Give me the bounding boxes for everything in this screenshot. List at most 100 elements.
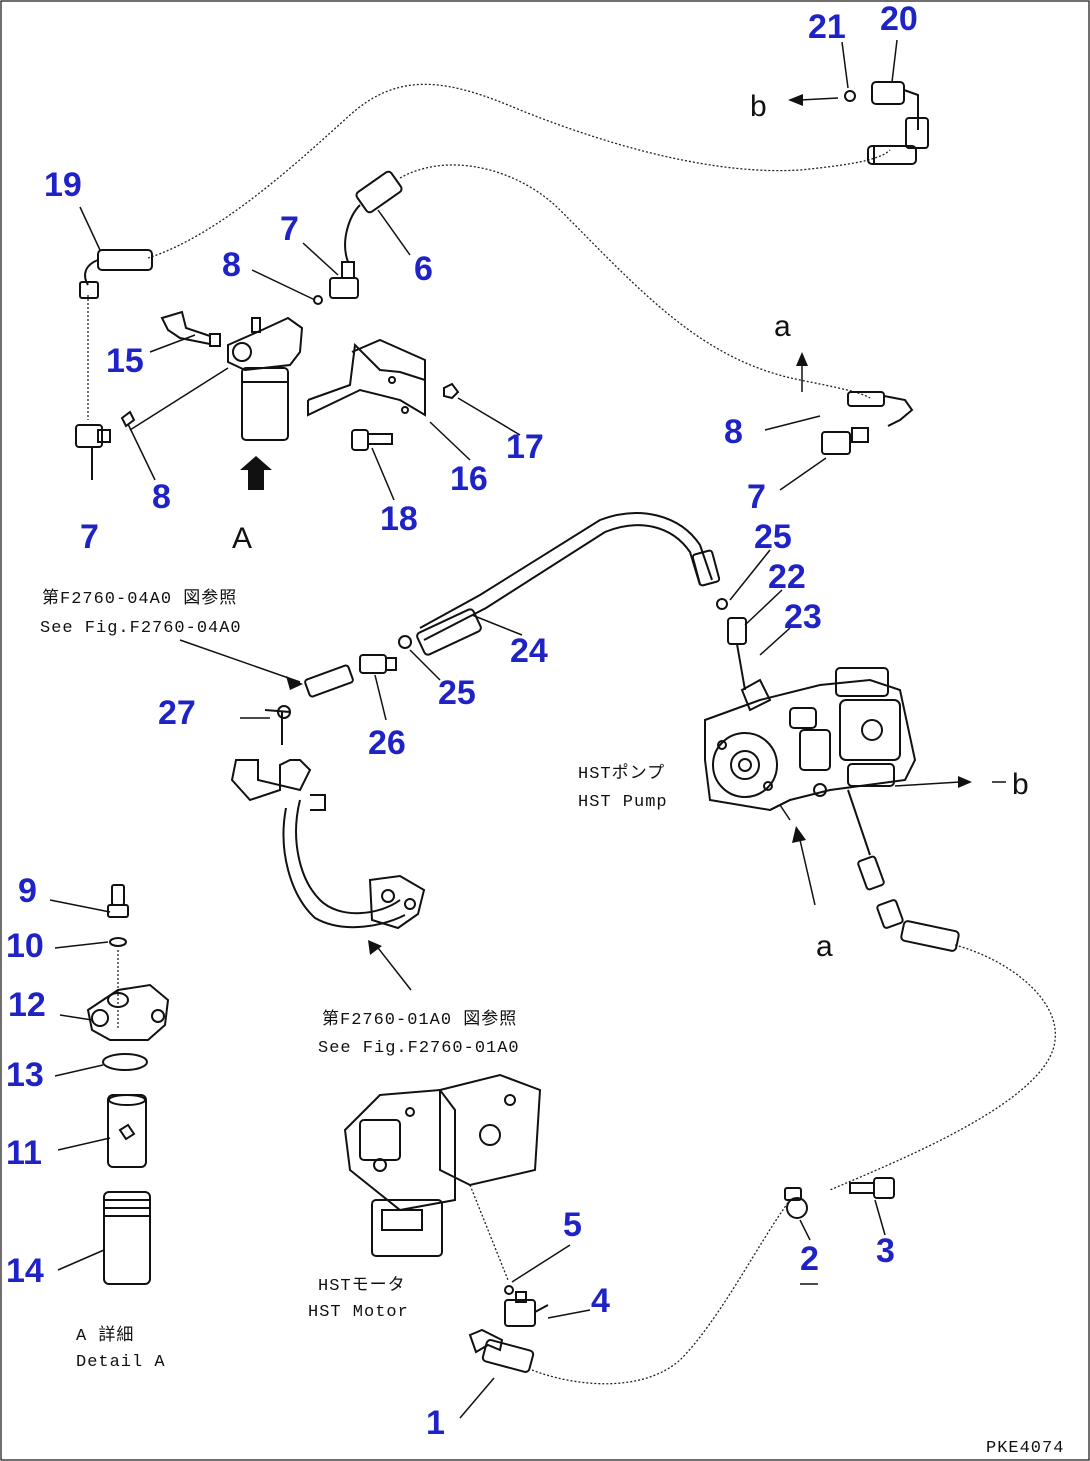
- callout-1: 1: [426, 1404, 445, 1442]
- filter-head-12: [86, 983, 170, 1041]
- label-b-right: b: [1012, 768, 1029, 801]
- arrow-b-right-line: [894, 781, 961, 787]
- elbow-4: [504, 1291, 549, 1327]
- callout-8: 8: [152, 478, 171, 516]
- callout-21: 21: [808, 8, 846, 46]
- motor-jp: HSTモータ: [318, 1275, 406, 1296]
- arrow-a-bottom-line: [799, 839, 816, 906]
- fitting-27: [264, 664, 354, 745]
- element-11: [107, 1094, 147, 1168]
- motor-to-5: [469, 1184, 509, 1281]
- callout-5: 5: [563, 1206, 582, 1244]
- ref2-jp: 第F2760-01A0 図参照: [322, 1009, 517, 1030]
- callout-17: 17: [506, 428, 544, 466]
- callout-3: 3: [876, 1232, 895, 1270]
- pipe-assy: [230, 759, 426, 930]
- oring-25-right: [716, 598, 728, 610]
- bracket-16: [307, 338, 426, 417]
- detail-jp: A 詳細: [76, 1325, 134, 1346]
- view-a-arrow: [240, 456, 272, 490]
- callout-20: 20: [880, 0, 918, 38]
- callout-7: 7: [747, 478, 766, 516]
- vent-9: [107, 884, 129, 918]
- callout-6: 6: [414, 250, 433, 288]
- callout-22: 22: [768, 558, 806, 596]
- line-filter: [227, 316, 304, 441]
- callout-8: 8: [724, 413, 743, 451]
- oring-13: [102, 1053, 148, 1071]
- callout-13: 13: [6, 1056, 44, 1094]
- label-a-bottom: a: [816, 930, 833, 963]
- leader-lines: [49, 39, 898, 1419]
- callout-8: 8: [222, 246, 241, 284]
- label-b-top: b: [750, 90, 767, 123]
- pump-outlet-fitting: [847, 789, 960, 952]
- hose-end-6: [344, 170, 403, 263]
- hose-6: [399, 164, 871, 399]
- callout-16: 16: [450, 460, 488, 498]
- elbow-7-left: [75, 424, 111, 480]
- bolt-18: [351, 429, 393, 451]
- hose-end-19: [79, 249, 153, 299]
- callout-25: 25: [438, 674, 476, 712]
- arrow-b-top-head: [788, 94, 803, 106]
- hose-19-20: [147, 83, 891, 259]
- adapter-26: [359, 654, 397, 674]
- ref2-en: See Fig.F2760-01A0: [318, 1039, 520, 1058]
- callout-7: 7: [280, 210, 299, 248]
- elbow-15: [160, 310, 221, 347]
- arrow-b-right-head: [958, 776, 972, 788]
- arrow-a-bottom-head: [792, 826, 806, 843]
- case-14: [103, 1191, 151, 1285]
- pump-to-2: [829, 944, 1056, 1191]
- ref1-en: See Fig.F2760-04A0: [40, 619, 242, 638]
- hst-pump: [704, 667, 917, 812]
- drawing-code: PKE4074: [986, 1439, 1064, 1458]
- hose-1: [531, 1199, 791, 1385]
- label-view-a: A: [232, 522, 252, 555]
- ref2-arrow-head: [368, 940, 382, 955]
- bolt-3: [849, 1177, 895, 1199]
- ref1-arrow-head: [286, 676, 303, 690]
- callout-27: 27: [158, 694, 196, 732]
- callout-26: 26: [368, 724, 406, 762]
- hose-24: [416, 512, 721, 656]
- pump-jp: HSTポンプ: [578, 763, 665, 784]
- detail-en: Detail A: [76, 1353, 166, 1372]
- pump-en: HST Pump: [578, 793, 668, 812]
- arrow-b-top-line: [799, 97, 839, 101]
- fitting-7-right: [821, 391, 914, 455]
- callout-7: 7: [80, 518, 99, 556]
- gasket-10: [109, 937, 127, 947]
- elbow-20: [867, 81, 929, 165]
- callout-11: 11: [6, 1134, 42, 1172]
- elbow-7-upper: [313, 261, 359, 305]
- oring-5: [504, 1285, 514, 1295]
- adapter-22: [727, 617, 747, 691]
- callout-4: 4: [591, 1282, 610, 1320]
- callout-18: 18: [380, 500, 418, 538]
- callout-19: 19: [44, 166, 82, 204]
- callout-24: 24: [510, 632, 548, 670]
- oring-25-left: [398, 635, 412, 649]
- label-a-top: a: [774, 310, 791, 343]
- callout-10: 10: [6, 927, 44, 965]
- callout-9: 9: [18, 872, 37, 910]
- callout-2: 2: [800, 1240, 819, 1278]
- motor-en: HST Motor: [308, 1303, 409, 1322]
- nut-17: [443, 382, 460, 400]
- callout-15: 15: [106, 342, 144, 380]
- callout-12: 12: [8, 986, 46, 1024]
- callout-25: 25: [754, 518, 792, 556]
- ref1-jp: 第F2760-04A0 図参照: [42, 588, 237, 609]
- callout-23: 23: [784, 598, 822, 636]
- clamp-2: [784, 1187, 808, 1219]
- arrow-a-top-head: [796, 352, 808, 366]
- hst-motor: [343, 1073, 542, 1257]
- oring-21: [844, 90, 856, 102]
- oring-8-left: [120, 410, 136, 428]
- arrow-a-bottom-tail: [779, 804, 791, 821]
